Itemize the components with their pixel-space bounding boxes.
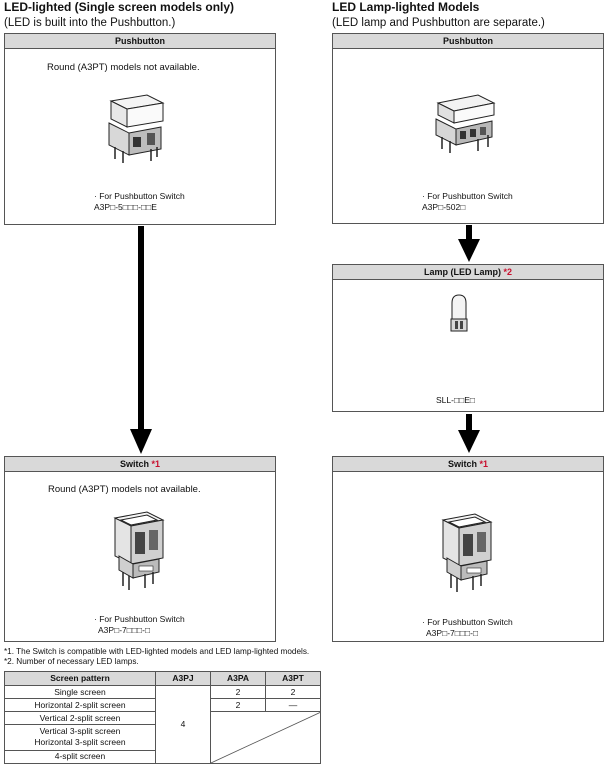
a3pa-cell: 2 xyxy=(210,685,266,699)
right-title: LED Lamp-lighted Models xyxy=(332,0,480,14)
table-header-cell: A3PJ xyxy=(155,671,211,686)
screen-pattern-cell: Vertical 3-split screen Horizontal 3-spl… xyxy=(4,724,156,751)
table-row: Horizontal 2-split screen 2 — xyxy=(4,698,321,712)
screen-pattern-cell: Vertical 2-split screen xyxy=(4,710,156,726)
right-pushbutton-header: Pushbutton xyxy=(333,34,603,49)
right-switch-header: Switch xyxy=(447,459,477,469)
left-pushbutton-header: Pushbutton xyxy=(5,34,275,49)
right-down-arrow-2 xyxy=(458,414,480,453)
left-switch-caption-line2: A3P□-7□□□-□ xyxy=(98,625,151,635)
table-row: 4-split screen xyxy=(4,749,321,765)
a3pt-cell: 2 xyxy=(265,685,321,699)
screen-pattern-cell: Horizontal 2-split screen xyxy=(4,698,156,712)
diagonal-slash xyxy=(211,712,321,763)
right-down-arrow-1 xyxy=(458,225,480,262)
left-title: LED-lighted (Single screen models only) xyxy=(4,0,235,14)
left-down-arrow xyxy=(130,226,152,454)
rectangular-pushbutton-illustration xyxy=(435,94,496,153)
led-lamp-count-table: Screen pattern A3PJ A3PA A3PT Single scr… xyxy=(4,671,321,765)
right-switch-ref: *1 xyxy=(479,459,489,469)
table-header-cell: A3PA xyxy=(210,671,266,686)
screen-pattern-cell: Single screen xyxy=(4,685,156,699)
a3pa-cell: 2 xyxy=(210,698,266,712)
left-switch-header: Switch xyxy=(119,459,149,469)
right-pushbutton-caption-line1: · For Pushbutton Switch xyxy=(422,191,513,201)
table-row: Vertical 3-split screen Horizontal 3-spl… xyxy=(4,724,321,751)
left-pushbutton-caption-line1: · For Pushbutton Switch xyxy=(94,191,185,201)
footnote-2: *2. Number of necessary LED lamps. xyxy=(4,657,139,666)
right-lamp-header: Lamp (LED Lamp) xyxy=(423,267,501,277)
right-subtitle: (LED lamp and Pushbutton are separate.) xyxy=(332,17,545,29)
a3pt-cell: — xyxy=(265,698,321,712)
left-switch-caption-line1: · For Pushbutton Switch xyxy=(94,614,185,624)
square-pushbutton-illustration xyxy=(108,94,165,163)
right-pushbutton-caption-line2: A3P□-502□ xyxy=(422,202,466,212)
table-header-row: Screen pattern A3PJ A3PA A3PT xyxy=(4,671,321,686)
table-header-cell: Screen pattern xyxy=(4,671,156,686)
table-header-cell: A3PT xyxy=(265,671,321,686)
left-switch-note: Round (A3PT) models not available. xyxy=(48,484,201,495)
right-lamp-box: Lamp (LED Lamp) *2 xyxy=(332,264,604,412)
left-switch-ref: *1 xyxy=(151,459,161,469)
table-row: Single screen 4 2 2 xyxy=(4,685,321,764)
screen-pattern-cell: 4-split screen xyxy=(4,749,156,765)
footnote-1: *1. The Switch is compatible with LED-li… xyxy=(4,647,310,656)
left-pushbutton-box: Pushbutton xyxy=(4,33,276,225)
a3pj-value-cell: 4 xyxy=(155,685,211,764)
right-switch-caption-line1: · For Pushbutton Switch xyxy=(422,617,513,627)
led-lamp-illustration xyxy=(450,294,468,332)
left-pushbutton-note: Round (A3PT) models not available. xyxy=(47,62,200,73)
right-lamp-caption: SLL-□□E□ xyxy=(436,395,476,405)
left-pushbutton-caption-line2: A3P□-5□□□-□□E xyxy=(94,202,157,212)
right-switch-caption-line2: A3P□-7□□□-□ xyxy=(426,628,479,638)
table-row: Vertical 2-split screen xyxy=(4,710,321,764)
switch-illustration-right xyxy=(441,513,493,592)
switch-illustration-left xyxy=(113,511,165,590)
not-applicable-cell xyxy=(210,711,321,764)
right-lamp-ref: *2 xyxy=(503,267,513,277)
left-subtitle: (LED is built into the Pushbutton.) xyxy=(4,17,176,29)
